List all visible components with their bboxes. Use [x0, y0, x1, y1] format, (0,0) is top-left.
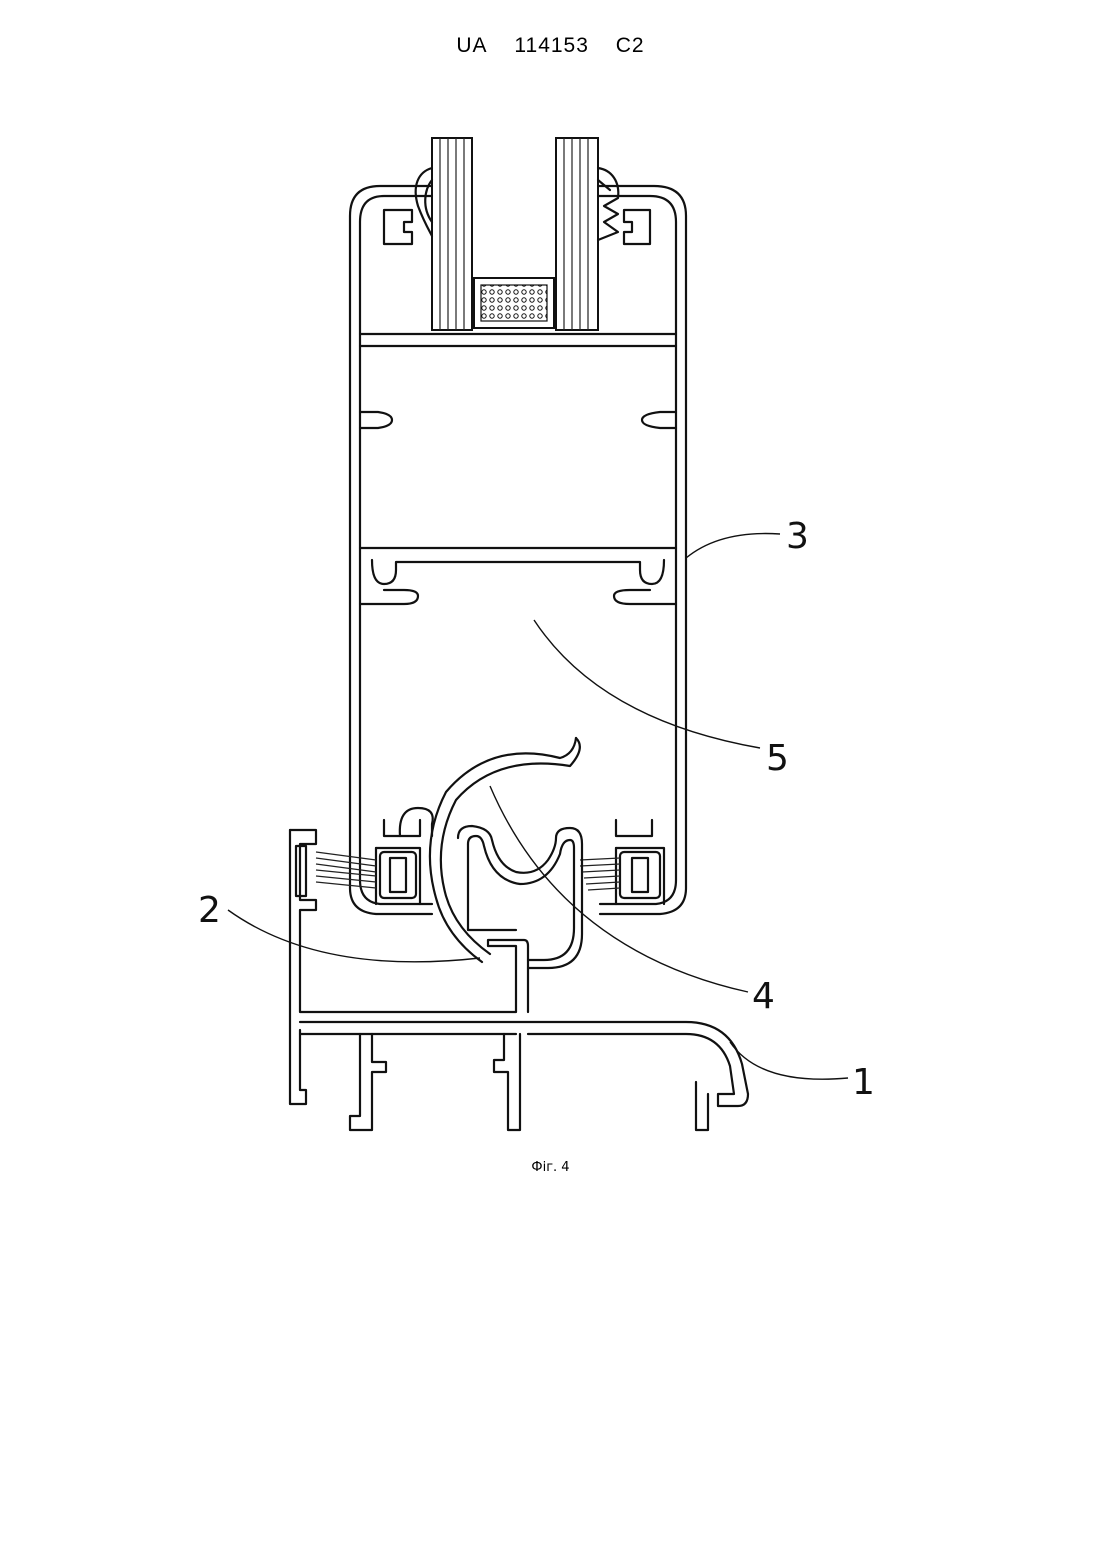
label-2: 2 [198, 890, 221, 931]
glass-pane-right [556, 138, 598, 330]
brush-seal-right [580, 858, 620, 890]
label-1: 1 [852, 1062, 875, 1103]
label-4: 4 [752, 976, 775, 1017]
leader-line-5 [534, 620, 760, 748]
figure-caption: Фіг. 4 [0, 1160, 1101, 1175]
glass-pane-left [432, 138, 472, 330]
leader-line-3 [686, 534, 780, 559]
gasket-right [598, 168, 618, 240]
leader-line-1 [730, 1042, 848, 1079]
label-3: 3 [786, 516, 809, 557]
brush-seal-left [316, 852, 376, 888]
label-5: 5 [766, 738, 789, 779]
gasket-left [416, 168, 432, 236]
frame-profile [290, 826, 748, 1130]
glass-spacer [474, 278, 554, 328]
